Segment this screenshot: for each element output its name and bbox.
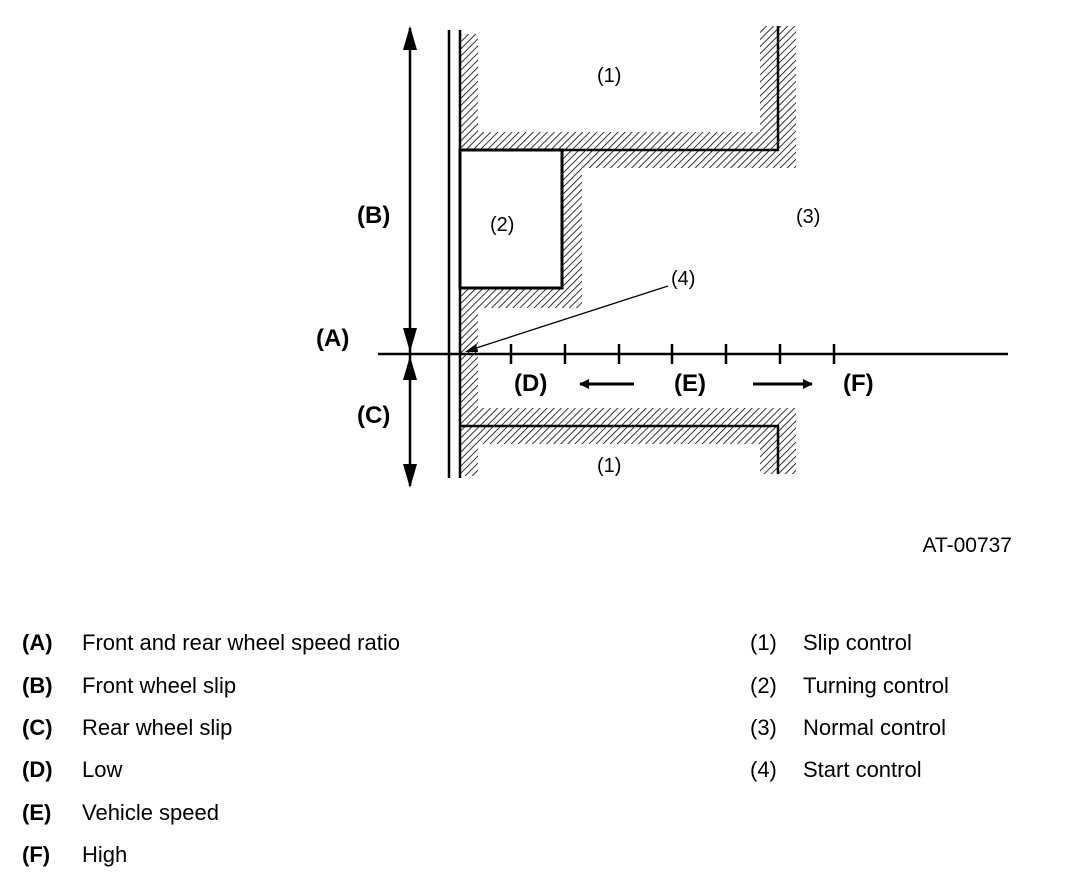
legend-text: High	[82, 842, 128, 868]
region-1-bottom-label: (1)	[597, 455, 621, 477]
legend-row-e: (E) Vehicle speed	[22, 792, 400, 834]
legend-text: Turning control	[803, 672, 949, 698]
region-3-area	[582, 168, 1022, 354]
legend-row-c: (C) Rear wheel slip	[22, 707, 400, 749]
legend-text: Low	[82, 757, 123, 783]
turning-box-right-band	[562, 150, 582, 308]
region-3-label: (3)	[796, 206, 820, 228]
region-1-bottom-area	[478, 444, 760, 484]
legend-row-a: (A) Front and rear wheel speed ratio	[22, 622, 400, 664]
turning-box-bottom-band	[460, 288, 582, 308]
legend-row-b: (B) Front wheel slip	[22, 664, 400, 706]
legend-text: Rear wheel slip	[82, 714, 233, 740]
slip-axis-arrowheads	[403, 26, 417, 488]
axes	[378, 28, 1008, 486]
legend-row-1: (1) Slip control	[750, 622, 949, 664]
legend-row-4: (4) Start control	[750, 749, 949, 791]
legend-key: (4)	[750, 757, 777, 783]
speed-tick-marks	[509, 344, 836, 364]
boundary-lines	[447, 26, 780, 478]
figure-id: AT-00737	[922, 534, 1012, 557]
legend-text: Front wheel slip	[82, 672, 237, 698]
region-1-top-area	[478, 20, 760, 132]
legend-key: (3)	[750, 714, 777, 740]
rear-slip-bottom-arrowhead	[403, 464, 417, 488]
front-slip-bottom-arrowhead	[403, 328, 417, 352]
legend-text: Normal control	[803, 714, 947, 740]
label-d: (D)	[514, 370, 547, 397]
legend-row-2: (2) Turning control	[750, 664, 949, 706]
region-1-top-label: (1)	[597, 65, 621, 87]
letter-legend: (A) Front and rear wheel speed ratio (B) F…	[22, 622, 400, 876]
label-f: (F)	[843, 370, 874, 397]
region-4-label: (4)	[671, 268, 695, 290]
legend-key: (D)	[22, 757, 53, 783]
legend-key: (1)	[750, 630, 777, 656]
start-control-leader-arrowhead	[465, 344, 478, 352]
region-number-labels: (1) (2) (3) (4) (1)	[490, 65, 820, 477]
front-slip-top-arrowhead	[403, 26, 417, 50]
axis-letter-labels: (A) (B) (C) (D) (E) (F)	[316, 202, 874, 429]
label-b: (B)	[357, 202, 390, 229]
legend-text: Start control	[803, 757, 922, 783]
legend-key: (F)	[22, 842, 51, 868]
legend-key: (A)	[22, 630, 53, 656]
label-c: (C)	[357, 402, 390, 429]
label-a: (A)	[316, 325, 349, 352]
control-region-diagram: (A) (B) (C) (D) (E) (F) (1) (2) (3) (4) …	[316, 20, 1022, 488]
legend-row-d: (D) Low	[22, 749, 400, 791]
legend-text: Slip control	[803, 630, 912, 656]
legend-key: (B)	[22, 672, 53, 698]
legend-key: (C)	[22, 714, 53, 740]
rear-slip-top-arrowhead	[403, 356, 417, 380]
legend-row-3: (3) Normal control	[750, 707, 949, 749]
legend-row-f: (F) High	[22, 834, 400, 876]
top-boundary-line	[460, 26, 780, 152]
start-control-leader-line	[469, 285, 669, 351]
legend-key: (2)	[750, 672, 777, 698]
number-legend: (1) Slip control (2) Turning control (3) No…	[750, 622, 949, 792]
label-e: (E)	[674, 370, 706, 397]
legend-text: Vehicle speed	[82, 799, 219, 825]
bottom-boundary-line	[460, 424, 780, 474]
legend-text: Front and rear wheel speed ratio	[82, 630, 400, 656]
region-interiors	[458, 20, 1022, 484]
legend-key: (E)	[22, 799, 52, 825]
region-2-label: (2)	[490, 214, 514, 236]
